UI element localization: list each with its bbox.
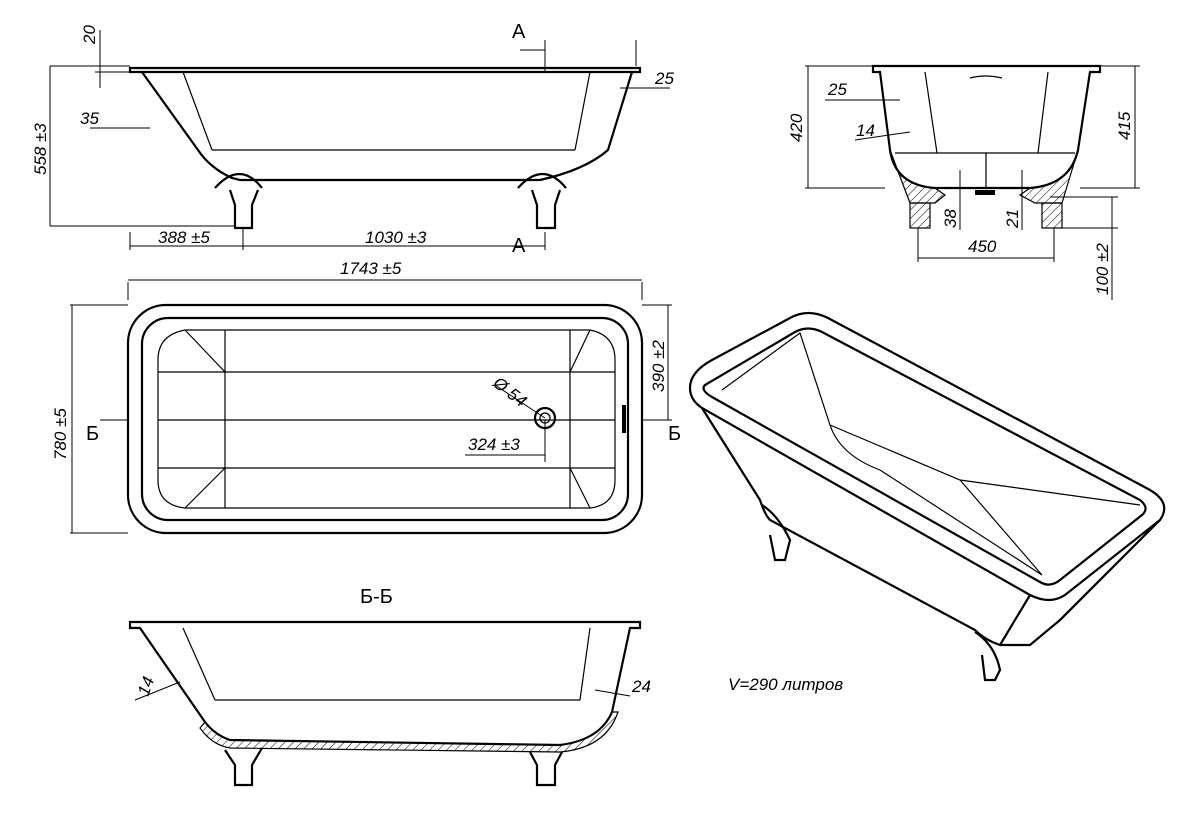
dim-rim: 25 xyxy=(827,80,847,99)
dim-21: 21 xyxy=(1003,209,1022,229)
dim-rim-right: 25 xyxy=(654,69,674,88)
section-title: Б-Б xyxy=(360,586,393,608)
dim-half-width: 390 ±2 xyxy=(649,340,668,392)
dim-38: 38 xyxy=(941,209,960,228)
side-view: 20 558 ±3 35 25 A A 388 ±5 1030 ±3 xyxy=(31,21,674,257)
end-view: 420 25 14 415 38 21 450 100 ±2 xyxy=(787,64,1140,300)
dim-foot-height: 100 ±2 xyxy=(1093,243,1112,295)
plan-view: 1743 ±5 780 ±5 390 ±2 Ø 54 324 ±3 Б Б xyxy=(51,259,681,535)
dim-length: 1743 ±5 xyxy=(340,259,402,278)
foot-left xyxy=(909,202,931,229)
dim-drain-offset: 324 ±3 xyxy=(468,435,520,454)
dim-width: 780 ±5 xyxy=(51,408,70,460)
dim-wall-right: 24 xyxy=(631,677,651,696)
dim-foot-spacing: 450 xyxy=(968,237,997,256)
section-view: Б-Б 14 24 xyxy=(128,586,651,787)
dim-wall-left: 14 xyxy=(134,674,158,698)
dim-foot-offset: 388 ±5 xyxy=(158,228,210,247)
dim-foot-spacing: 1030 ±3 xyxy=(365,228,427,247)
dim-height: 558 ±3 xyxy=(31,123,50,175)
volume-note: V=290 литров xyxy=(728,675,843,694)
section-mark-b-left: Б xyxy=(86,423,99,445)
dim-wall: 35 xyxy=(80,109,99,128)
section-mark-b-right: Б xyxy=(668,423,681,445)
isometric-view xyxy=(688,311,1166,682)
section-mark-a-top: A xyxy=(512,21,526,43)
dim-wall: 14 xyxy=(856,121,875,140)
section-mark-a-bottom: A xyxy=(512,235,526,257)
foot-right xyxy=(1041,202,1063,229)
dim-total-height: 420 xyxy=(787,113,806,142)
dim-drain-dia: Ø 54 xyxy=(489,373,531,411)
dim-rim: 20 xyxy=(80,25,99,45)
dim-inner-height: 415 xyxy=(1115,111,1134,140)
